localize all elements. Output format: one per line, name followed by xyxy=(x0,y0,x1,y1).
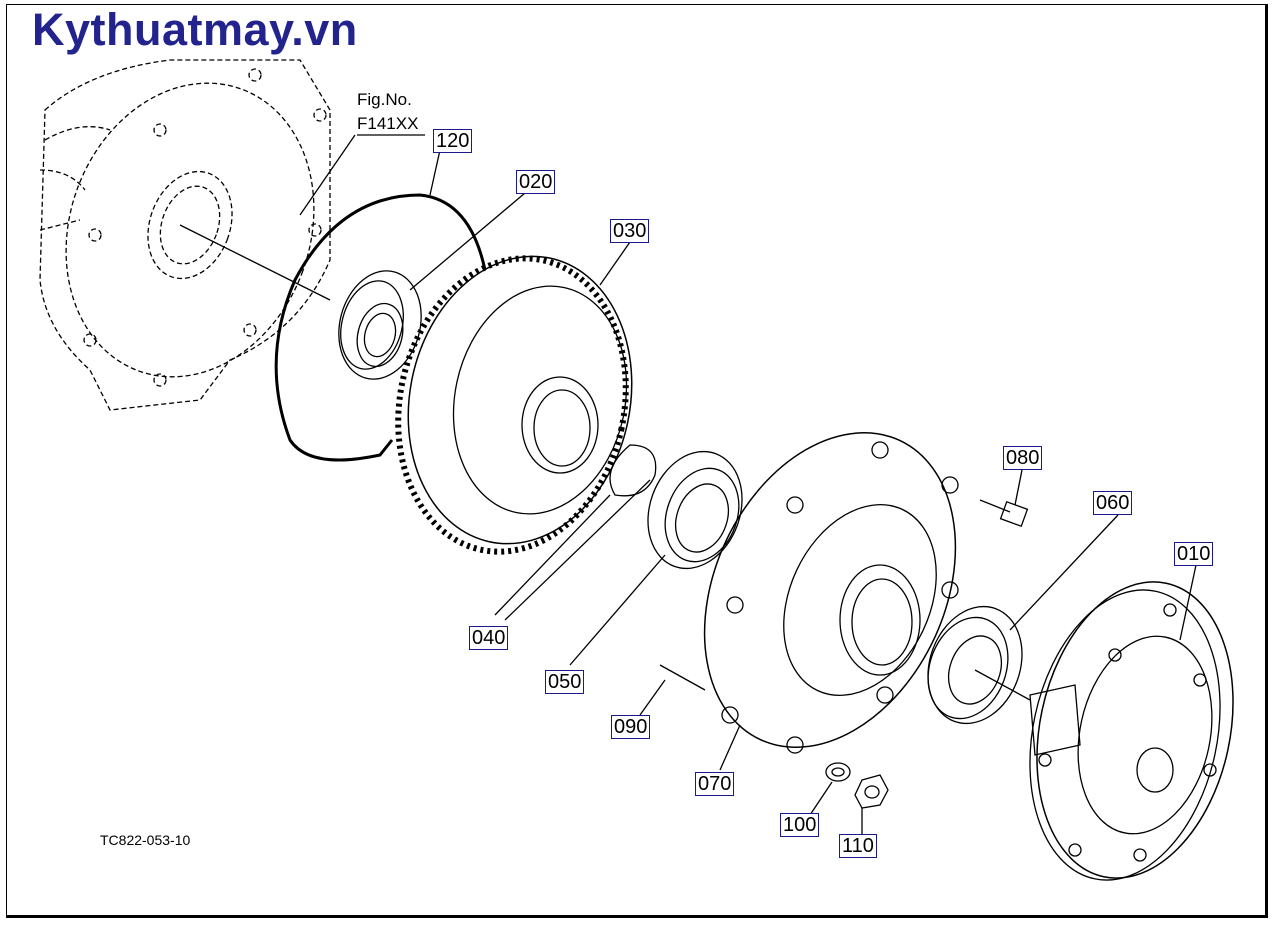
bearing-020 xyxy=(338,270,422,380)
fig-no-value: F141XX xyxy=(357,114,419,133)
drawing-code: TC822-053-10 xyxy=(100,832,191,848)
part-label-110[interactable]: 110 xyxy=(839,834,877,858)
part-label-010[interactable]: 010 xyxy=(1174,542,1214,566)
diagram-frame xyxy=(6,4,1268,918)
fig-no-label: Fig.No. xyxy=(357,90,412,109)
bolt-080 xyxy=(979,499,1029,528)
part-label-100[interactable]: 100 xyxy=(780,813,820,837)
part-label-050[interactable]: 050 xyxy=(545,670,585,694)
nut-110 xyxy=(854,774,889,809)
flange-shaft-010 xyxy=(1029,581,1234,881)
part-label-120[interactable]: 120 xyxy=(433,129,473,153)
washer-100 xyxy=(825,762,851,782)
fig-no-leader xyxy=(299,134,356,216)
site-title: Kythuatmay.vn xyxy=(32,4,358,55)
gear-030 xyxy=(395,255,633,555)
part-label-060[interactable]: 060 xyxy=(1093,491,1133,515)
cover-070 xyxy=(703,432,959,754)
part-label-020[interactable]: 020 xyxy=(516,170,556,194)
part-label-070[interactable]: 070 xyxy=(695,772,735,796)
snap-ring-120 xyxy=(274,193,487,462)
oil-seal-060 xyxy=(927,605,1023,725)
part-label-090[interactable]: 090 xyxy=(611,715,651,739)
part-label-040[interactable]: 040 xyxy=(469,626,509,650)
part-label-030[interactable]: 030 xyxy=(610,219,650,243)
part-label-080[interactable]: 080 xyxy=(1003,446,1043,470)
retaining-ring-040 xyxy=(609,444,657,497)
bearing-050 xyxy=(647,450,743,570)
transmission-housing xyxy=(39,59,331,411)
stud-090 xyxy=(659,664,706,691)
